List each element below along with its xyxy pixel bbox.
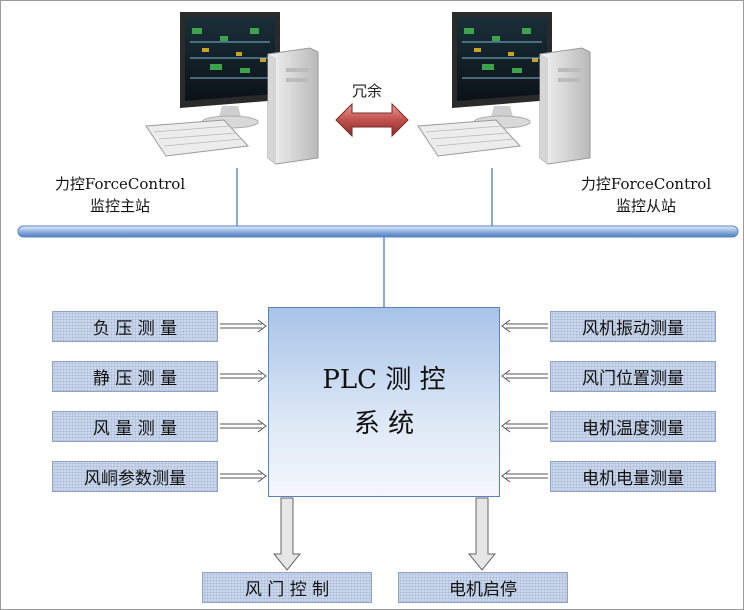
output-motor-start-stop: 电机启停 xyxy=(398,572,568,603)
master-station-role: 监控主站 xyxy=(89,197,150,215)
master-computer-icon xyxy=(140,8,330,172)
input-static-pressure: 静 压 测 量 xyxy=(52,361,218,392)
slave-station-software: 力控ForceControl xyxy=(580,175,712,193)
master-station-software: 力控ForceControl xyxy=(54,175,186,193)
slave-station-role: 监控从站 xyxy=(615,197,676,215)
output-arrow-damper xyxy=(272,497,302,571)
slave-computer-icon xyxy=(412,8,602,172)
redundancy-arrow xyxy=(335,102,409,138)
input-motor-temperature: 电机温度测量 xyxy=(550,411,716,442)
master-station-label: 力控ForceControl 监控主站 xyxy=(20,173,220,217)
plc-title-line1: PLC 测 控 xyxy=(322,365,446,395)
input-motor-electrical: 电机电量测量 xyxy=(550,461,716,492)
output-damper-control: 风 门 控 制 xyxy=(202,572,372,603)
input-air-volume: 风 量 测 量 xyxy=(52,411,218,442)
input-tunnel-parameters: 风峒参数测量 xyxy=(52,461,218,492)
input-damper-position: 风门位置测量 xyxy=(550,361,716,392)
redundancy-label: 冗余 xyxy=(352,82,383,100)
network-bus xyxy=(17,225,739,238)
input-fan-vibration: 风机振动测量 xyxy=(550,311,716,342)
right-input-arrows xyxy=(501,319,548,483)
plc-title-line2: 系 统 xyxy=(353,409,415,439)
left-input-arrows xyxy=(220,319,267,483)
input-negative-pressure: 负 压 测 量 xyxy=(52,311,218,342)
slave-station-label: 力控ForceControl 监控从站 xyxy=(546,173,744,217)
plc-control-system: PLC 测 控 系 统 xyxy=(268,307,500,497)
output-arrow-motor xyxy=(467,497,497,571)
